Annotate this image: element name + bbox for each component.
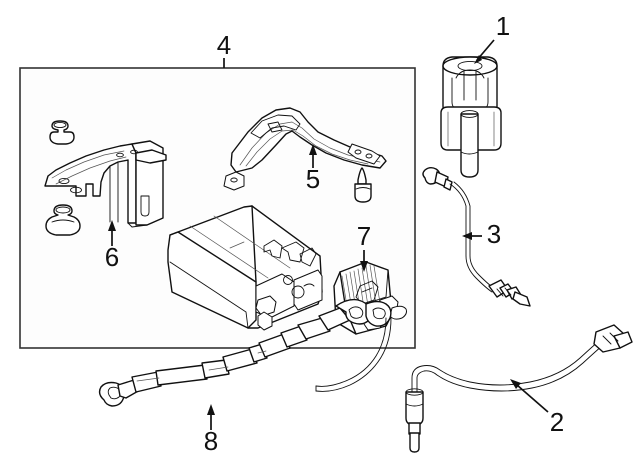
part-clip-plug-center (354, 167, 372, 203)
callout-3: 3 (462, 219, 501, 249)
part-vapor-pressure-sensor (440, 56, 502, 178)
callout-label-5: 5 (306, 164, 320, 194)
callout-5: 5 (306, 144, 320, 194)
part-oxygen-sensor-front (422, 167, 531, 307)
callout-label-8: 8 (204, 426, 218, 456)
callout-8: 8 (204, 404, 218, 456)
part-grommet-upper-left (49, 120, 75, 145)
part-fuel-vapor-hose-pipe (98, 298, 392, 407)
callout-4: 4 (217, 30, 231, 68)
callout-label-2: 2 (550, 407, 564, 437)
callout-1: 1 (474, 11, 510, 64)
callout-7: 7 (357, 221, 371, 272)
callout-label-1: 1 (496, 11, 510, 41)
callout-label-6: 6 (105, 242, 119, 272)
part-canister-protector-cover (44, 140, 167, 228)
callout-label-7: 7 (357, 221, 371, 251)
callout-6: 6 (105, 220, 119, 272)
callout-2: 2 (510, 379, 564, 437)
part-grommet-lower-left (45, 204, 81, 236)
part-oxygen-sensor-rear (405, 324, 633, 453)
part-charcoal-canister-body (167, 205, 323, 331)
callout-label-3: 3 (487, 219, 501, 249)
callout-label-4: 4 (217, 30, 231, 60)
part-canister-bracket-upper (223, 107, 387, 191)
